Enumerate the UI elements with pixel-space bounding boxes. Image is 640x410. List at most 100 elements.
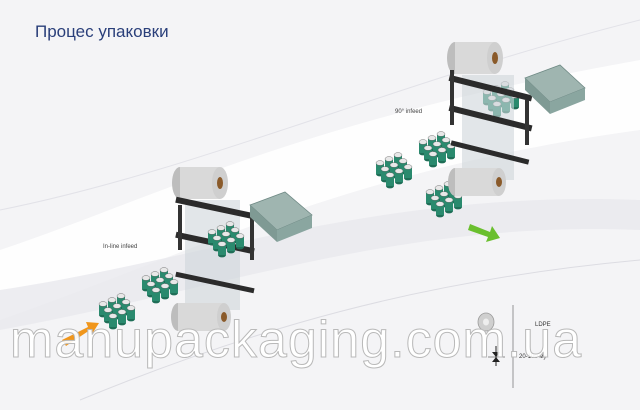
can-top — [216, 225, 226, 231]
can-top — [108, 313, 118, 319]
can — [152, 290, 160, 301]
infeed-arrow-orange-icon — [62, 322, 99, 346]
can-top — [403, 164, 413, 170]
can — [156, 280, 164, 291]
sealing-frame-right — [448, 70, 533, 165]
can — [218, 244, 226, 255]
can — [381, 169, 389, 180]
can — [376, 163, 384, 174]
can — [511, 96, 519, 107]
can — [165, 276, 173, 287]
can-top — [112, 303, 122, 309]
can — [395, 171, 403, 182]
can-group-in-machine-left — [207, 221, 245, 258]
can-top — [164, 273, 174, 279]
can — [127, 308, 135, 319]
can — [433, 144, 441, 155]
can-top — [393, 152, 403, 158]
can-top — [385, 172, 395, 178]
can — [436, 204, 444, 215]
can-top — [155, 277, 165, 283]
can-top — [159, 267, 169, 273]
ninety-infeed-label: 90° infeed — [395, 109, 423, 115]
can — [109, 316, 117, 327]
can-group-2 — [141, 267, 179, 304]
page-title: Процес упаковки — [35, 22, 169, 41]
can-top — [225, 221, 235, 227]
can-top — [116, 293, 126, 299]
can — [438, 150, 446, 161]
can — [161, 286, 169, 297]
can — [222, 234, 230, 245]
can — [117, 296, 125, 307]
watermark: manupackaging.com.ua — [10, 311, 583, 370]
can-top — [126, 305, 136, 311]
wrapped-pack-right — [524, 64, 586, 114]
film-roll-spec-icon — [477, 305, 514, 388]
can — [99, 304, 107, 315]
can — [226, 224, 234, 235]
can-top — [169, 279, 179, 285]
can — [208, 232, 216, 243]
can-top — [226, 237, 236, 243]
can — [104, 310, 112, 321]
can — [231, 230, 239, 241]
can-top — [230, 227, 240, 233]
can-top — [427, 135, 437, 141]
can — [429, 154, 437, 165]
can — [431, 198, 439, 209]
can — [227, 240, 235, 251]
film-web-left — [185, 200, 240, 310]
can-top — [146, 281, 156, 287]
can — [394, 155, 402, 166]
can — [426, 192, 434, 203]
can — [437, 134, 445, 145]
can-top — [207, 229, 217, 235]
can-group-3 — [375, 152, 413, 189]
wrapped-pack-left — [249, 191, 313, 242]
can-top — [430, 195, 440, 201]
can — [170, 282, 178, 293]
can — [419, 142, 427, 153]
can-top — [444, 197, 454, 203]
can — [447, 146, 455, 157]
can-top — [212, 235, 222, 241]
film-type-label: LDPE — [535, 322, 551, 328]
can-top — [425, 189, 435, 195]
can — [217, 228, 225, 239]
can — [390, 165, 398, 176]
can — [108, 300, 116, 311]
can-top — [141, 275, 151, 281]
can — [160, 270, 168, 281]
can — [142, 278, 150, 289]
can-top — [441, 137, 451, 143]
can-top — [418, 139, 428, 145]
can — [440, 194, 448, 205]
can — [113, 306, 121, 317]
can — [404, 167, 412, 178]
can — [428, 138, 436, 149]
can-top — [221, 231, 231, 237]
can — [449, 190, 457, 201]
can-top — [380, 166, 390, 172]
can-top — [107, 297, 117, 303]
can-top — [117, 309, 127, 315]
can — [385, 159, 393, 170]
can-top — [150, 271, 160, 277]
can-top — [217, 241, 227, 247]
can — [442, 140, 450, 151]
can-top — [435, 201, 445, 207]
can-top — [423, 145, 433, 151]
film-roll-bottom-left — [171, 303, 231, 331]
can-group-1 — [98, 293, 136, 330]
infeed-arrow-green-icon — [468, 224, 500, 242]
film-thickness-label: 20-100 му — [519, 354, 547, 360]
can-top — [437, 147, 447, 153]
can — [122, 302, 130, 313]
can — [236, 236, 244, 247]
can — [444, 184, 452, 195]
can-top — [436, 131, 446, 137]
can-top — [398, 158, 408, 164]
